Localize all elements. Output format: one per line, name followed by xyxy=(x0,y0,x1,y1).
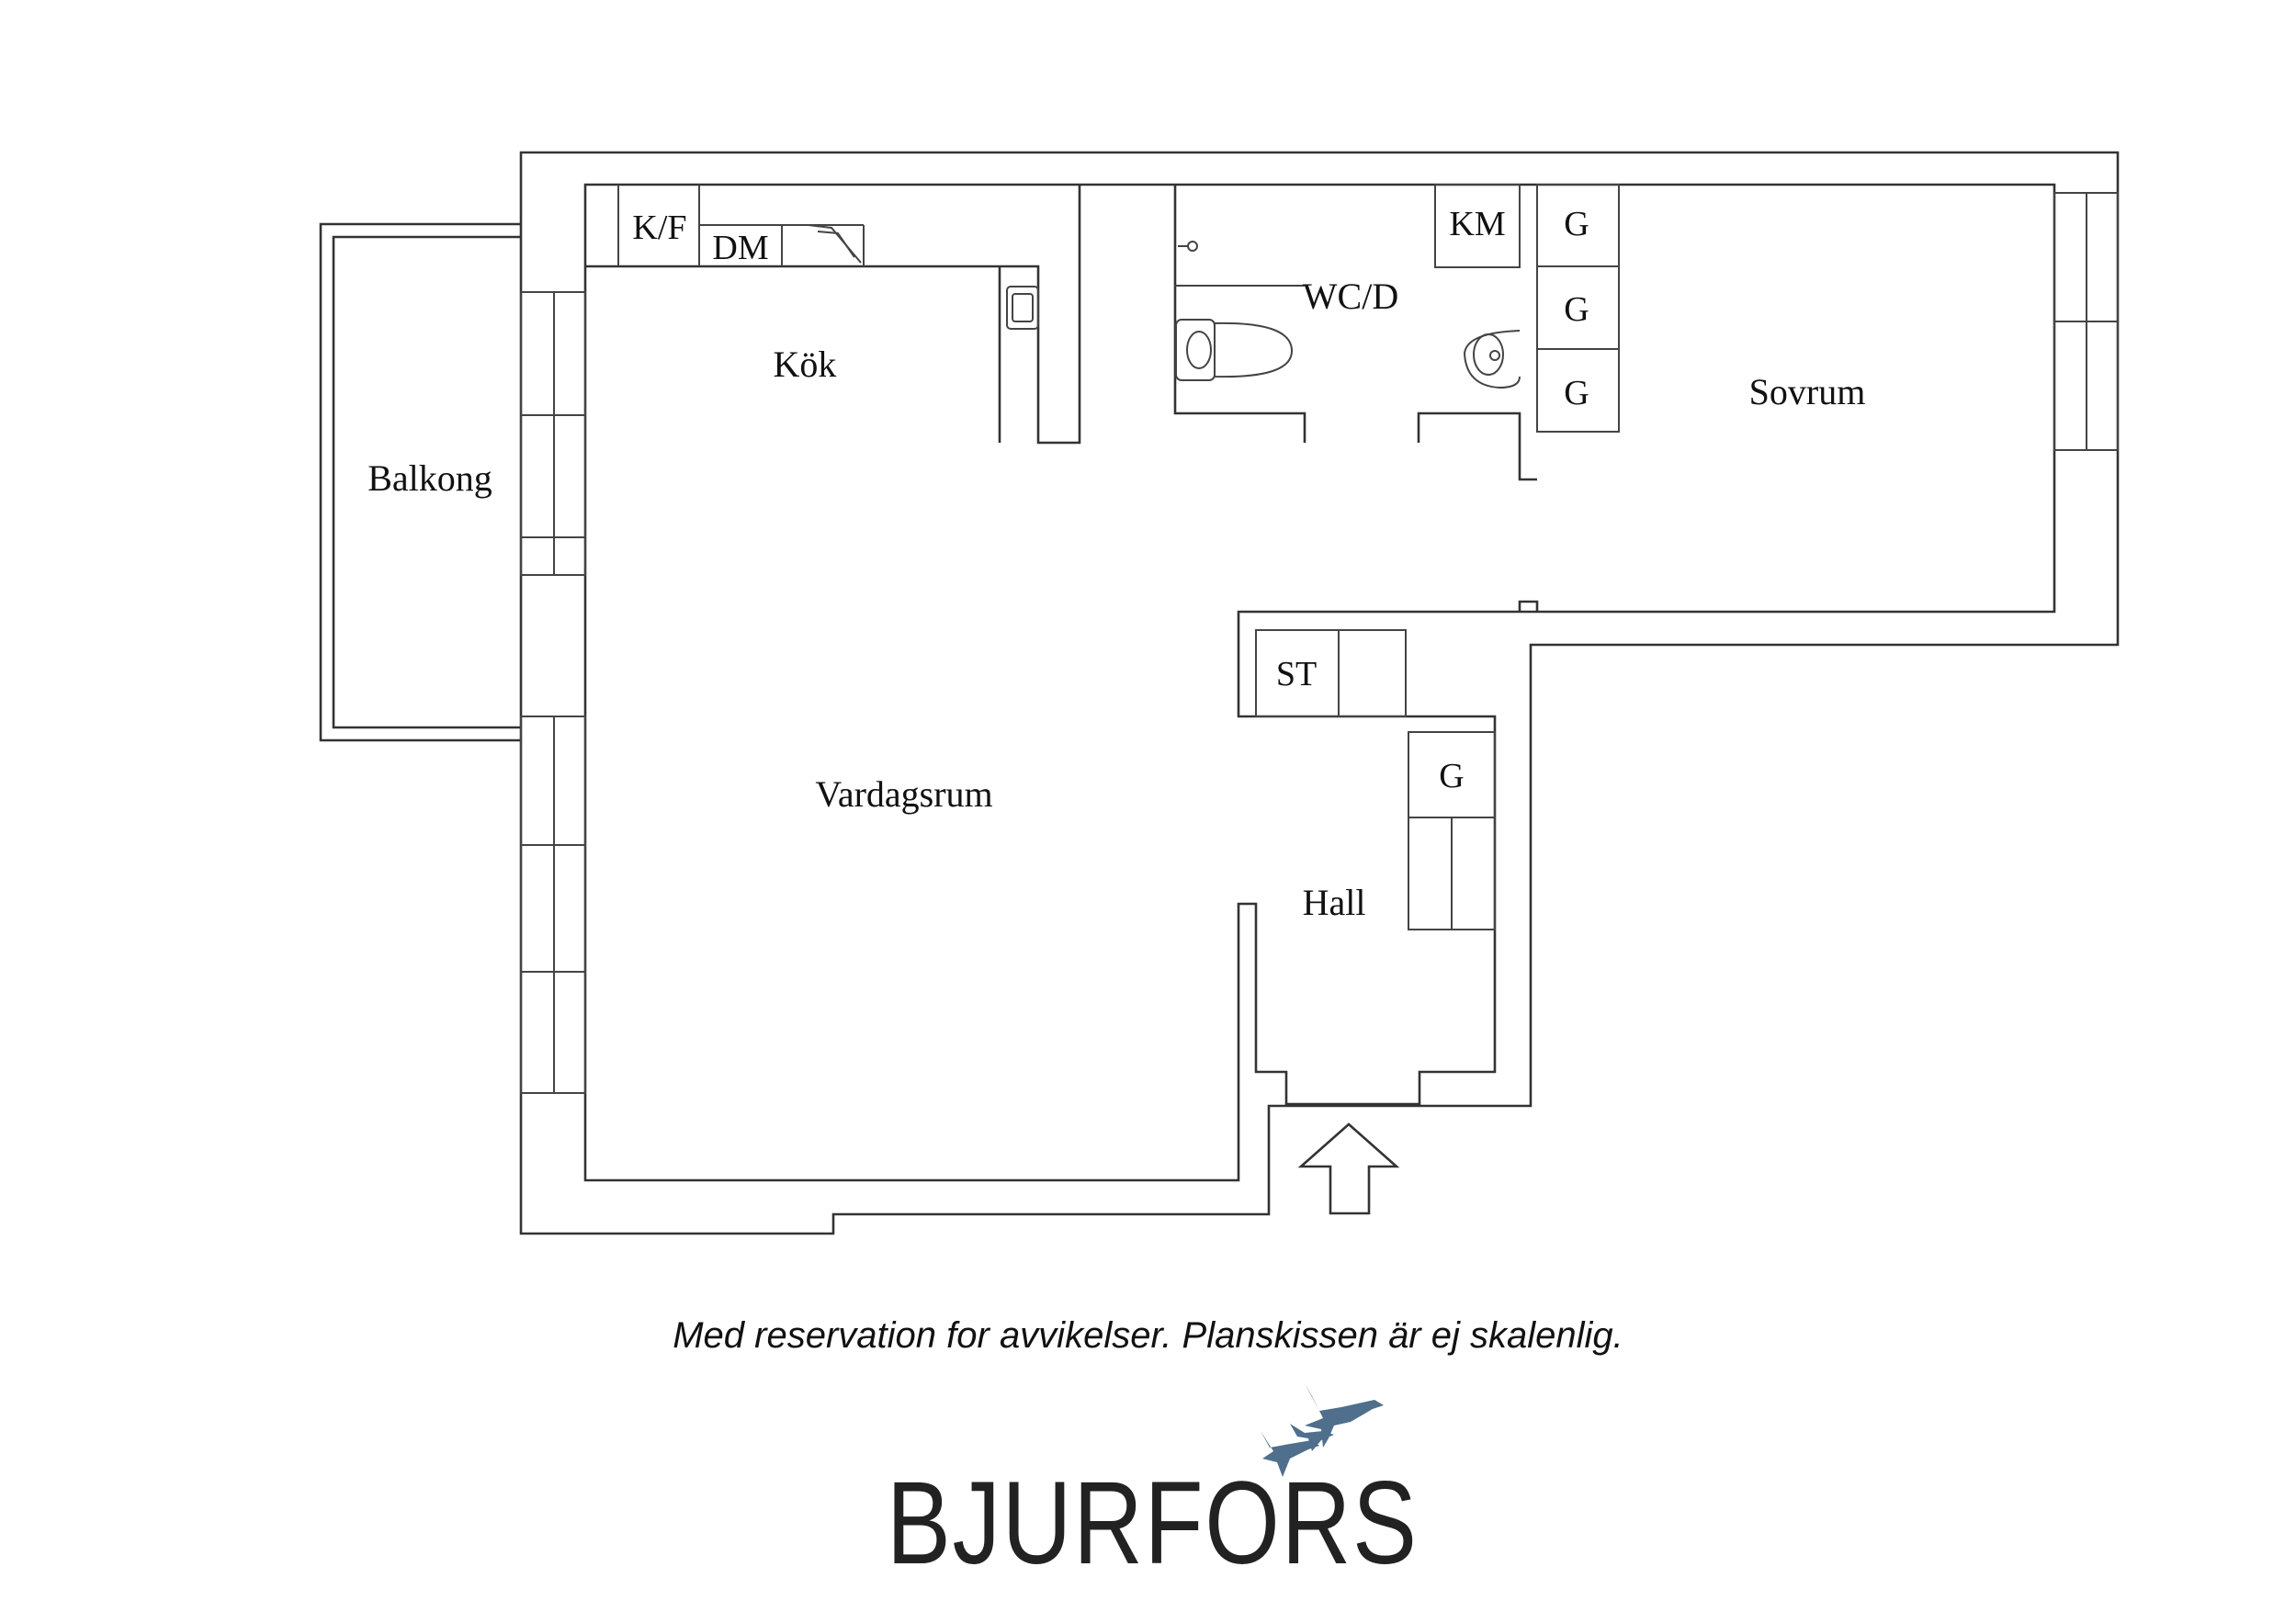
fixture-label-wardrobe-2: G xyxy=(1564,290,1589,329)
fixture-label-washing-machine: KM xyxy=(1449,205,1505,243)
outer-walls xyxy=(519,151,2120,1235)
fixture-label-fridge-freezer: K/F xyxy=(632,209,686,247)
room-label-hall: Hall xyxy=(1303,882,1366,923)
room-label-sovrum: Sovrum xyxy=(1749,371,1866,412)
room-label-kok: Kök xyxy=(774,344,837,385)
room-label-wcd: WC/D xyxy=(1303,276,1398,317)
hall-fixtures xyxy=(1255,600,1539,930)
brand-logo-text: BJURFORS xyxy=(886,1458,1419,1589)
kitchen-counters xyxy=(585,185,1081,445)
disclaimer-text: Med reservation for avvikelser. Planskis… xyxy=(673,1315,1623,1356)
fixture-label-wardrobe-3: G xyxy=(1564,374,1589,412)
right-window xyxy=(2053,192,2119,451)
left-windows xyxy=(520,291,586,1094)
bathroom xyxy=(1173,184,1620,481)
entrance-arrow-icon xyxy=(1297,1122,1400,1215)
fixture-label-dishwasher: DM xyxy=(712,229,768,267)
room-label-vardagsrum: Vardagsrum xyxy=(815,773,992,815)
balcony xyxy=(319,222,521,742)
fixture-label-wardrobe-1: G xyxy=(1564,205,1589,243)
fixture-label-storage: ST xyxy=(1276,655,1317,693)
logo-birds-icon xyxy=(1261,1383,1384,1477)
room-label-balkong: Balkong xyxy=(368,457,492,499)
fixture-label-wardrobe-hall: G xyxy=(1439,757,1464,795)
